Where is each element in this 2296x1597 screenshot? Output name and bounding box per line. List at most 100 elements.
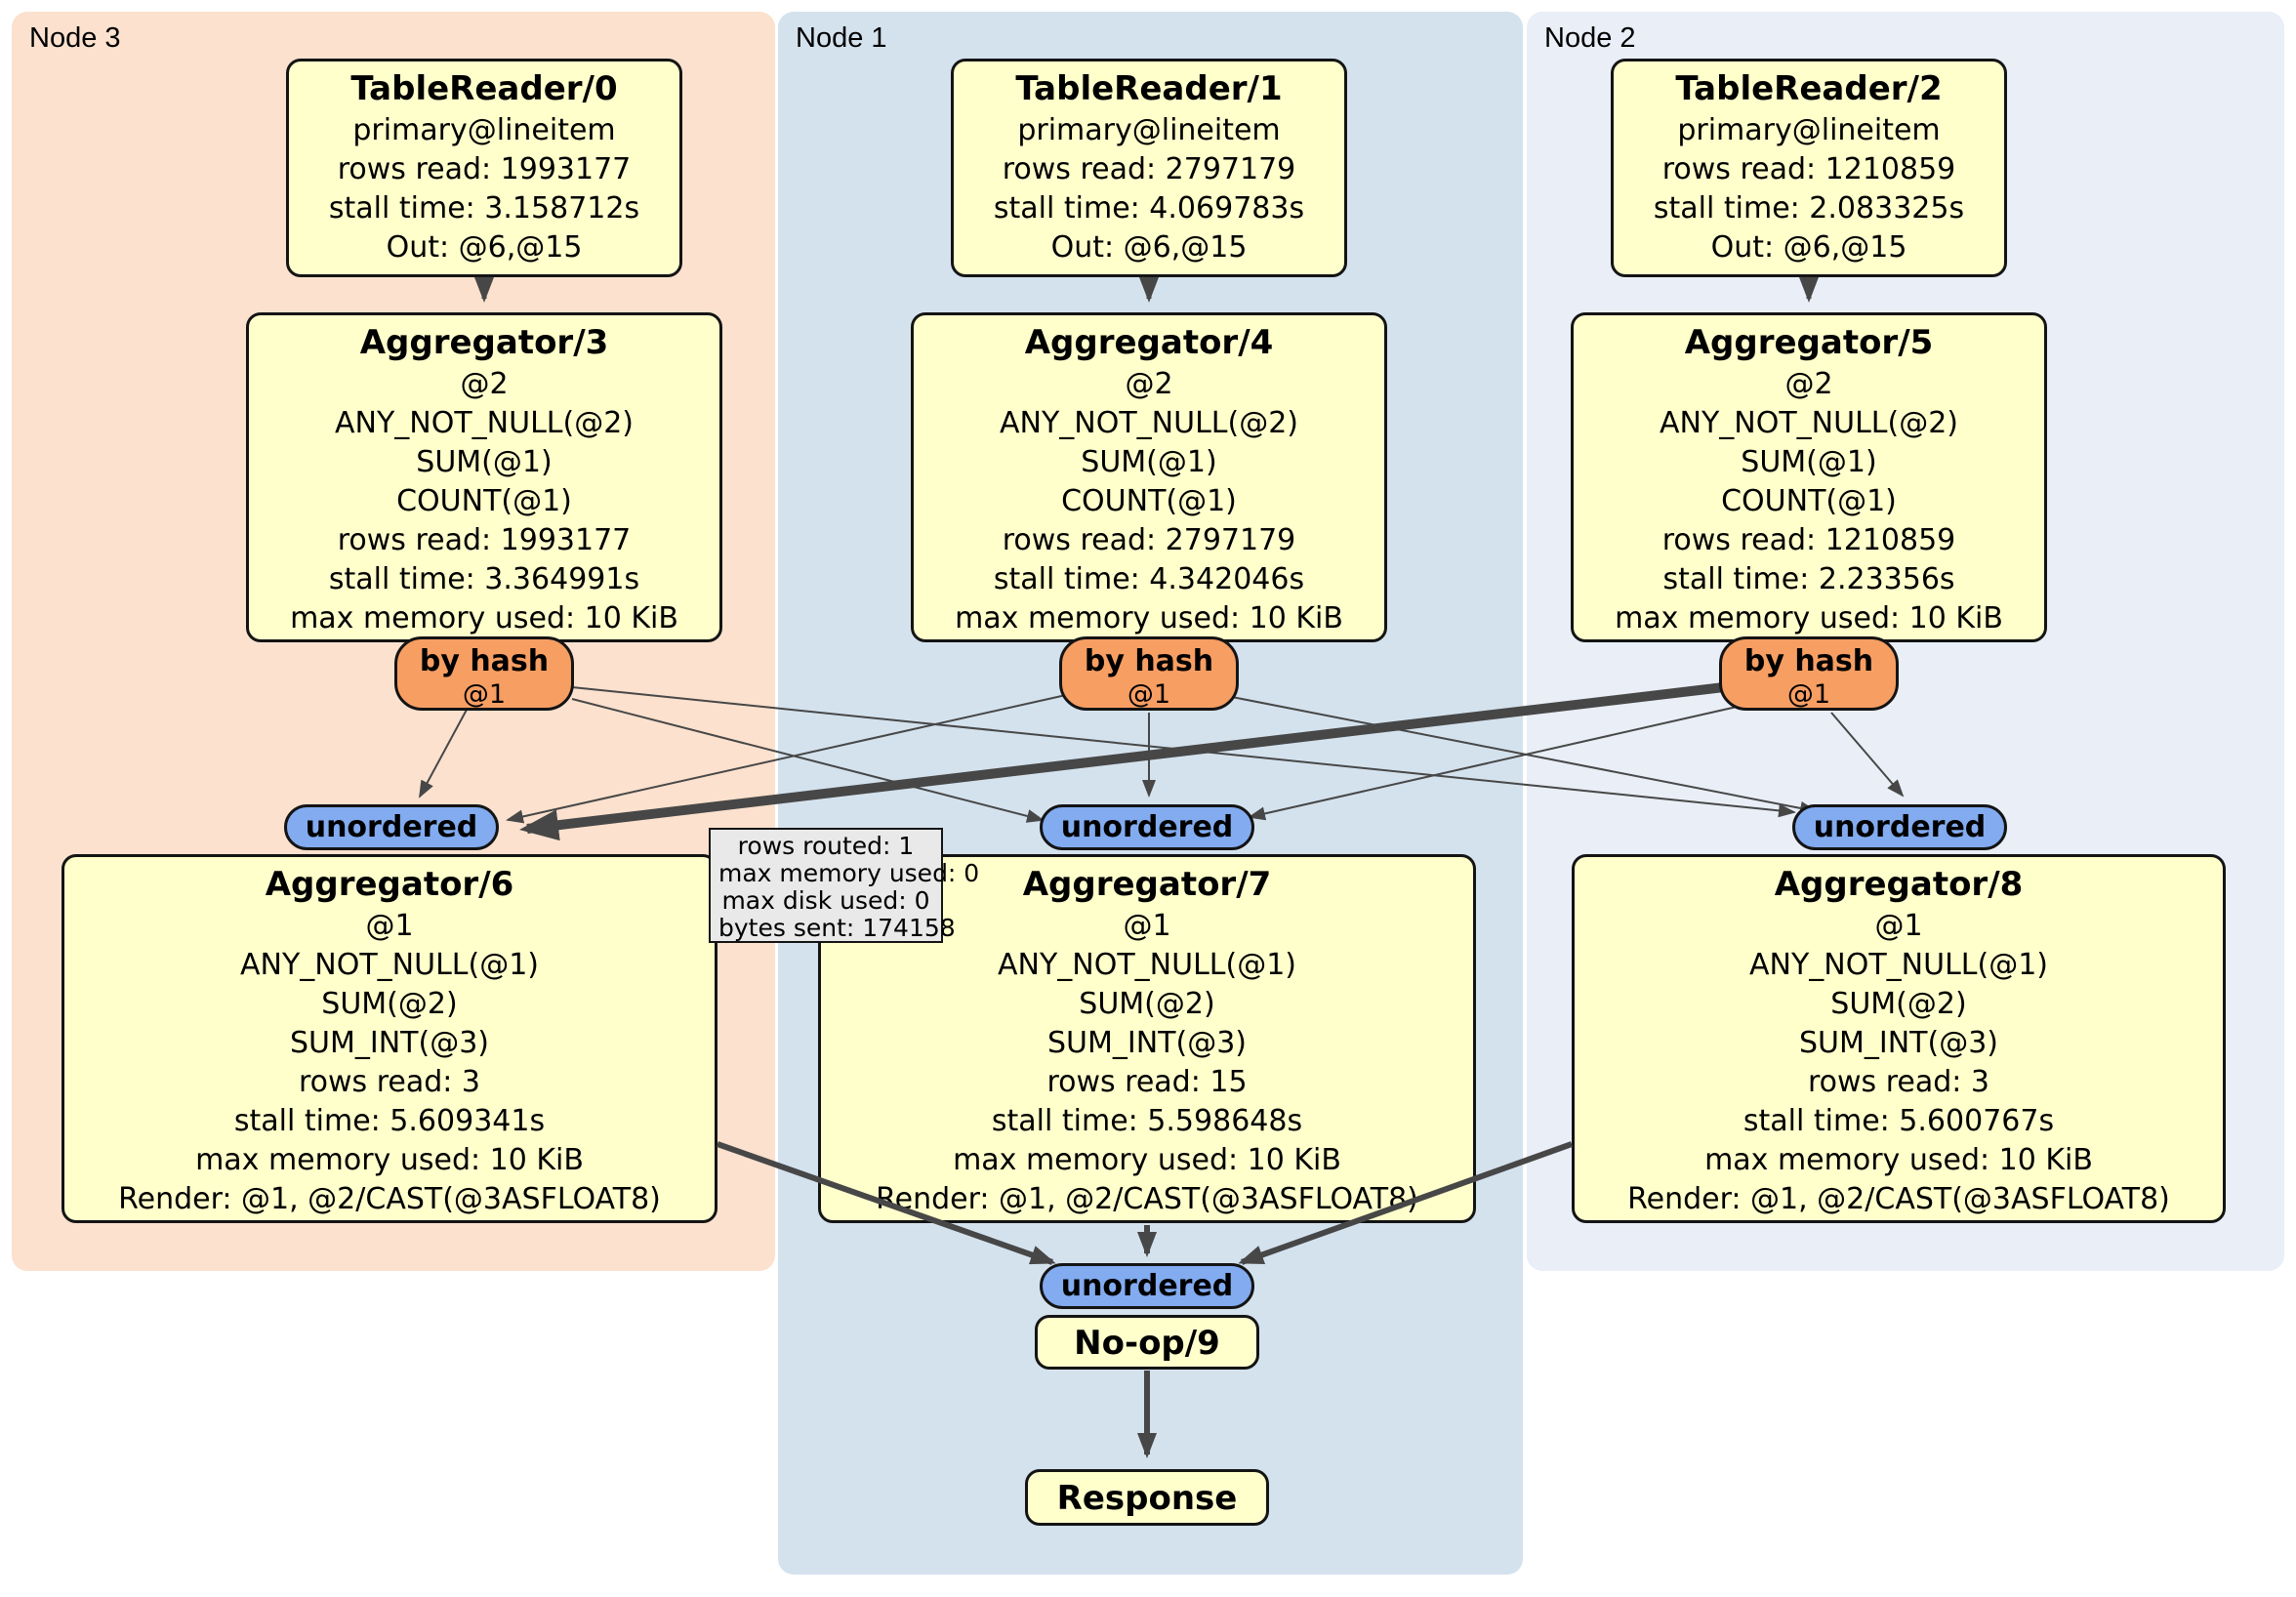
processor-title: Aggregator/5	[1684, 323, 1934, 362]
detail-line: max memory used: 10 KiB	[1704, 1143, 2093, 1177]
router-hash-column: @1	[1127, 679, 1171, 710]
detail-line: rows read: 3	[1807, 1065, 1990, 1099]
detail-line: rows read: 1993177	[337, 152, 632, 186]
detail-line: @2	[1125, 367, 1173, 401]
sync-unordered-node2[interactable]: unordered	[1792, 804, 2007, 850]
router-hash-column: @1	[1786, 679, 1831, 710]
node-label-node1: Node 1	[796, 22, 887, 54]
detail-line: Out: @6,@15	[386, 230, 583, 265]
detail-line: stall time: 5.600767s	[1742, 1104, 2055, 1138]
detail-line: rows read: 2797179	[1002, 523, 1296, 557]
detail-line: primary@lineitem	[1677, 113, 1941, 147]
node-label-node2: Node 2	[1544, 22, 1636, 54]
detail-line: bytes sent: 174158	[718, 914, 956, 942]
detail-line: max memory used: 10 KiB	[955, 601, 1343, 635]
detail-line: rows read: 15	[1046, 1065, 1248, 1099]
processor-tablereader-0[interactable]: TableReader/0 primary@lineitem rows read:…	[286, 59, 682, 277]
router-hash-column: @1	[462, 679, 507, 710]
detail-line: stall time: 2.083325s	[1653, 191, 1965, 225]
detail-line: max memory used: 10 KiB	[195, 1143, 584, 1177]
detail-line: ANY_NOT_NULL(@1)	[1749, 948, 2048, 982]
processor-title: TableReader/2	[1675, 69, 1943, 108]
detail-line: stall time: 4.069783s	[993, 191, 1305, 225]
detail-line: ANY_NOT_NULL(@1)	[240, 948, 539, 982]
detail-line: SUM(@1)	[416, 445, 553, 479]
processor-title: Response	[1056, 1479, 1238, 1518]
processor-title: TableReader/0	[350, 69, 618, 108]
detail-line: rows read: 2797179	[1002, 152, 1296, 186]
detail-line: ANY_NOT_NULL(@2)	[1000, 406, 1298, 440]
detail-line: SUM_INT(@3)	[290, 1026, 489, 1060]
detail-line: SUM(@2)	[1079, 987, 1215, 1021]
router-title: by hash	[419, 644, 550, 678]
detail-line: ANY_NOT_NULL(@2)	[335, 406, 634, 440]
processor-noop-9[interactable]: No-op/9	[1035, 1315, 1259, 1370]
detail-line: @2	[460, 367, 509, 401]
sync-unordered-final[interactable]: unordered	[1040, 1263, 1254, 1309]
processor-details: primary@lineitem rows read: 1993177 stall …	[289, 111, 679, 267]
detail-line: ANY_NOT_NULL(@1)	[998, 948, 1296, 982]
detail-line: SUM(@1)	[1081, 445, 1217, 479]
detail-line: max memory used: 10 KiB	[953, 1143, 1341, 1177]
detail-line: stall time: 3.158712s	[328, 191, 640, 225]
detail-line: max memory used: 10 KiB	[290, 601, 678, 635]
detail-line: primary@lineitem	[352, 113, 616, 147]
detail-line: Out: @6,@15	[1710, 230, 1907, 265]
router-title: by hash	[1084, 644, 1214, 678]
detail-line: COUNT(@1)	[1721, 484, 1897, 518]
detail-line: Render: @1, @2/CAST(@3ASFLOAT8)	[876, 1182, 1418, 1216]
router-by-hash-node2[interactable]: by hash @1	[1719, 636, 1899, 711]
detail-line: stall time: 5.609341s	[233, 1104, 546, 1138]
detail-line: rows read: 1210859	[1661, 152, 1956, 186]
detail-line: rows read: 1210859	[1661, 523, 1956, 557]
processor-details: primary@lineitem rows read: 1210859 stall …	[1614, 111, 2004, 267]
processor-response[interactable]: Response	[1025, 1469, 1269, 1526]
detail-line: SUM(@1)	[1741, 445, 1877, 479]
processor-title: Aggregator/4	[1024, 323, 1274, 362]
detail-line: @2	[1784, 367, 1833, 401]
detail-line: @1	[1874, 909, 1923, 943]
detail-line: rows routed: 1	[737, 832, 915, 860]
processor-title: Aggregator/7	[1022, 865, 1272, 904]
detail-line: @1	[365, 909, 414, 943]
detail-line: rows read: 1993177	[337, 523, 632, 557]
router-title: by hash	[1743, 644, 1874, 678]
detail-line: rows read: 3	[298, 1065, 481, 1099]
detail-line: COUNT(@1)	[1061, 484, 1237, 518]
detail-line: SUM(@2)	[321, 987, 458, 1021]
processor-title: Aggregator/8	[1774, 865, 2024, 904]
router-by-hash-node1[interactable]: by hash @1	[1059, 636, 1239, 711]
detail-line: max memory used: 0	[718, 859, 980, 887]
detail-line: stall time: 3.364991s	[328, 562, 640, 596]
router-by-hash-node3[interactable]: by hash @1	[394, 636, 574, 711]
detail-line: stall time: 5.598648s	[991, 1104, 1303, 1138]
sync-unordered-node1[interactable]: unordered	[1040, 804, 1254, 850]
detail-line: SUM_INT(@3)	[1047, 1026, 1247, 1060]
detail-line: Render: @1, @2/CAST(@3ASFLOAT8)	[118, 1182, 661, 1216]
detail-line: COUNT(@1)	[396, 484, 572, 518]
detail-line: max disk used: 0	[721, 886, 930, 915]
detail-line: stall time: 4.342046s	[993, 562, 1305, 596]
processor-title: Aggregator/3	[359, 323, 609, 362]
detail-line: @1	[1123, 909, 1171, 943]
detail-line: ANY_NOT_NULL(@2)	[1660, 406, 1958, 440]
processor-title: TableReader/1	[1015, 69, 1283, 108]
processor-tablereader-2[interactable]: TableReader/2 primary@lineitem rows read:…	[1611, 59, 2007, 277]
sync-unordered-node3[interactable]: unordered	[284, 804, 499, 850]
detail-line: stall time: 2.23356s	[1662, 562, 1955, 596]
